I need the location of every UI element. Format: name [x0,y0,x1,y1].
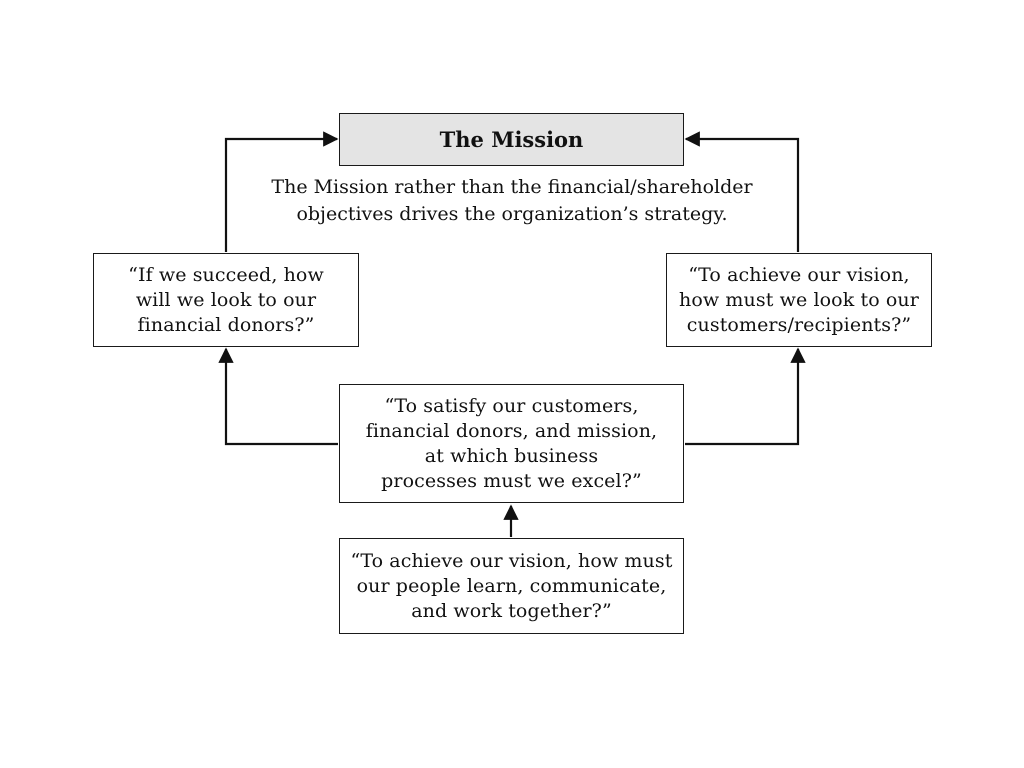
internal-process-perspective-box: “To satisfy our customers, financial don… [339,384,684,503]
mission-title: The Mission [439,127,584,152]
arrow-customer-to-mission [684,131,800,252]
arrow-financial-to-mission [224,131,339,252]
mission-description: The Mission rather than the financial/sh… [271,176,753,225]
financial-perspective-box: “If we succeed, how will we look to our … [93,253,359,347]
learning-growth-perspective-box: “To achieve our vision, how must our peo… [339,538,684,634]
mission-box: The Mission [339,113,684,166]
financial-perspective-text: “If we succeed, how will we look to our … [128,263,324,336]
learning-growth-perspective-text: “To achieve our vision, how must our peo… [350,549,673,622]
customer-perspective-box: “To achieve our vision, how must we look… [666,253,932,347]
arrow-process-to-financial [218,347,338,446]
arrow-process-to-customer [685,347,806,446]
customer-perspective-text: “To achieve our vision, how must we look… [679,263,919,336]
internal-process-perspective-text: “To satisfy our customers, financial don… [365,394,658,492]
